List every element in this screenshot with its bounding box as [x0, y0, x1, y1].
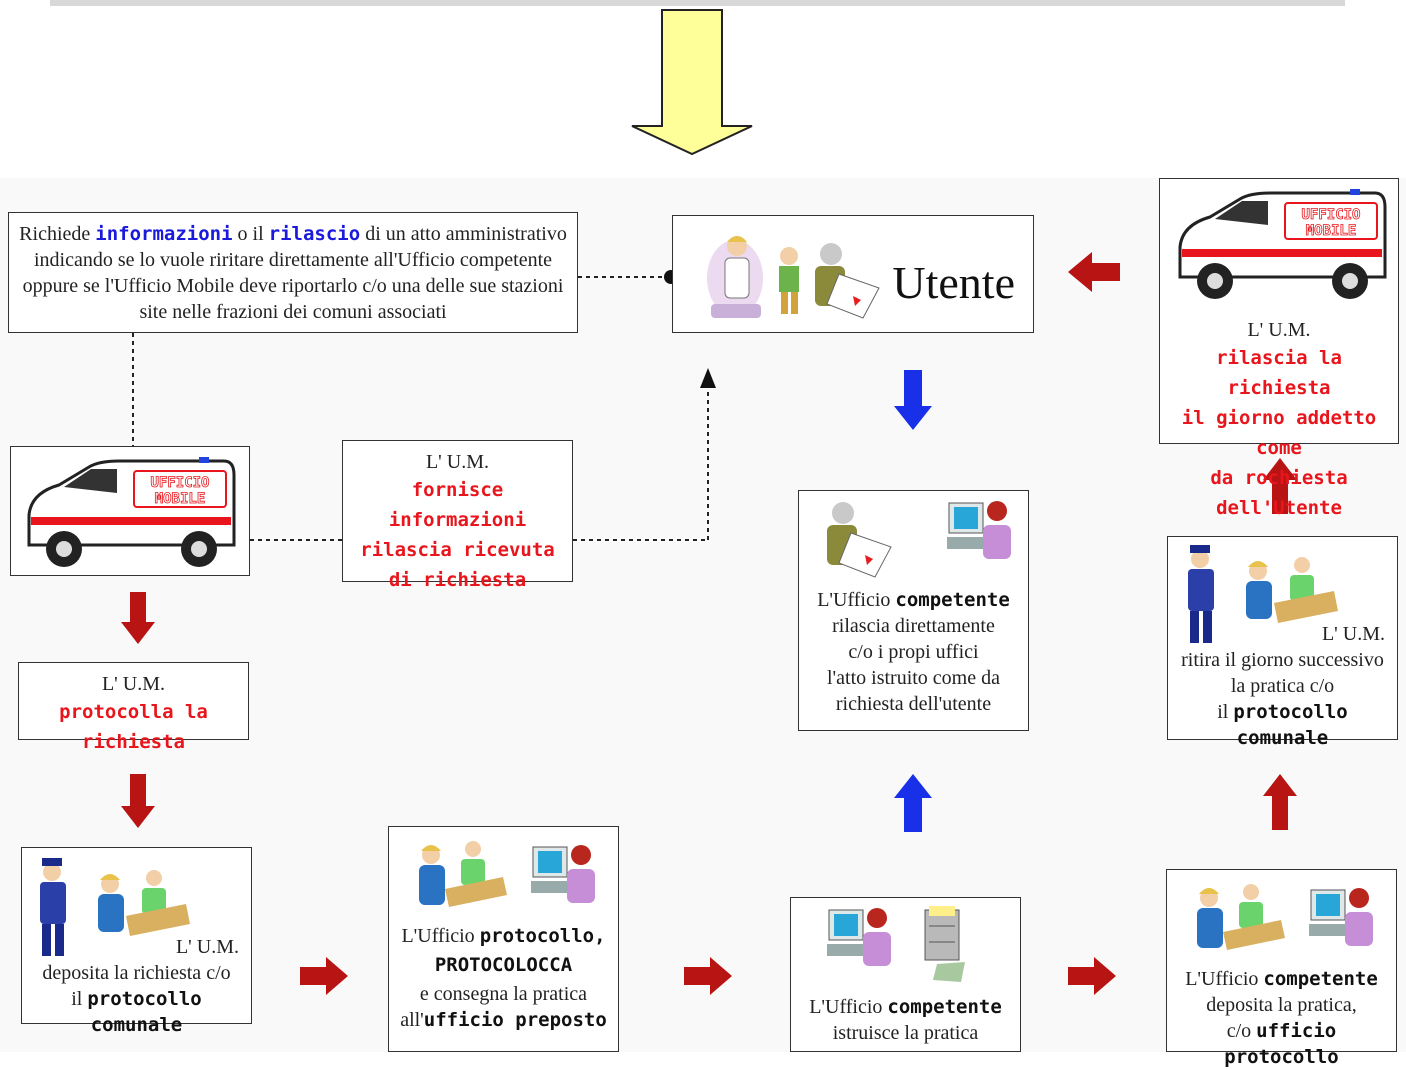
deposita-richiesta-box: L' U.M. deposita la richiesta c/o il pro…: [21, 847, 252, 1036]
clerks-and-computer-icon: [419, 841, 595, 907]
red-right-arrow-1: [300, 957, 348, 995]
ufficio-protocollo-box: L'Ufficio protocollo, PROTOCOLOCCA e con…: [388, 826, 619, 1052]
top-divider-bar: [50, 0, 1345, 6]
people-clipart-icon: [707, 236, 880, 319]
ritira-protocollo-highlight: protocollo comunale: [1233, 701, 1348, 749]
request-line-2: indicando se lo vuole riritare direttame…: [33, 249, 553, 271]
deposita-pratica-text: deposita la pratica,: [1206, 994, 1357, 1016]
rilascia-direttamente-box: L'Ufficio competente rilascia direttamen…: [798, 490, 1029, 731]
red-right-arrow-3: [1068, 957, 1116, 995]
request-text-pre: Richiede: [19, 223, 91, 245]
istruisce-box: L'Ufficio competente istruisce la pratic…: [790, 897, 1021, 1052]
blue-down-arrow: [894, 370, 932, 430]
deposita-co-text: c/o: [1226, 1020, 1252, 1042]
fornisce-informazioni-text: fornisce informazioni: [388, 479, 527, 531]
rilascia-ricevuta-text: rilascia ricevuta: [360, 539, 555, 561]
blue-up-arrow: [894, 774, 932, 832]
request-line-3: oppure se l'Ufficio Mobile deve riportar…: [22, 275, 564, 297]
ritira-heading: L' U.M.: [1321, 623, 1385, 645]
rilascia-line-5: richiesta dell'utente: [835, 693, 992, 715]
utente-label: Utente: [892, 257, 1015, 308]
competente-highlight-1: competente: [887, 996, 1002, 1018]
ritira-il: il: [1217, 701, 1229, 723]
competente-highlight-2: competente: [1263, 968, 1378, 990]
yellow-down-arrow: [631, 9, 753, 156]
istruisce-pratica-text: istruisce la pratica: [832, 1022, 979, 1044]
red-left-arrow-to-utente: [1068, 252, 1120, 292]
deposita-pratica-ufficio-text: L'Ufficio: [1185, 968, 1259, 990]
elderly-and-clerk-icon: [827, 501, 1011, 578]
di-richiesta-text: di richiesta: [388, 569, 527, 591]
competente-highlight-3: competente: [895, 589, 1010, 611]
protocolocca-text: PROTOCOLOCCA: [434, 954, 573, 976]
utente-box: Utente: [672, 215, 1034, 333]
protocollo-comunale-highlight: protocollo comunale: [87, 988, 202, 1036]
police-and-clerks-icon: [40, 858, 190, 956]
rilascia-line-4: l'atto istruito come da: [826, 667, 1000, 689]
red-down-arrow-2: [121, 774, 155, 828]
protocolla-box: L' U.M. protocolla la richiesta: [18, 662, 249, 753]
van2-sign-line-1: UFFICIO: [1301, 207, 1360, 223]
protocolla-richiesta-text: protocolla la richiesta: [59, 701, 208, 753]
informazioni-highlight: informazioni: [95, 223, 233, 245]
consegna-pratica-text: e consegna la pratica: [419, 983, 588, 1005]
red-right-arrow-2: [684, 957, 732, 995]
van-sign-line-2: MOBILE: [155, 491, 206, 507]
computer-and-files-icon: [827, 906, 965, 982]
protocollo-highlight: protocollo,: [479, 925, 606, 947]
deposita-il: il: [71, 988, 83, 1010]
um-rilascia-heading: L' U.M.: [1247, 319, 1311, 341]
deposita-pratica-box: L'Ufficio competente deposita la pratica…: [1166, 869, 1397, 1068]
deposita-line-2: deposita la richiesta c/o: [42, 962, 231, 984]
rilascio-highlight: rilascio: [268, 223, 361, 245]
clerks-and-computer-icon-2: [1197, 884, 1373, 950]
ritira-box: L' U.M. ritira il giorno successivo la p…: [1167, 536, 1398, 749]
request-line-4: site nelle frazioni dei comuni associati: [139, 301, 447, 323]
protocollo-ufficio-text: L'Ufficio: [401, 925, 475, 947]
van-sign-line-1: UFFICIO: [150, 475, 209, 491]
request-text-mid: o il: [237, 223, 264, 245]
request-text-post: di un atto amministrativo: [365, 223, 567, 245]
red-up-arrow-2: [1263, 458, 1297, 514]
rilascia-ufficio-text: L'Ufficio: [817, 589, 891, 611]
rilascia-line-2: rilascia direttamente: [832, 615, 995, 637]
istruisce-ufficio-text: L'Ufficio: [809, 996, 883, 1018]
um-info-heading: L' U.M.: [425, 451, 490, 473]
mobile-office-van-box: UFFICIO MOBILE: [10, 446, 250, 576]
red-down-arrow-1: [121, 592, 155, 644]
rilascia-richiesta-text: rilascia la richiesta: [1216, 347, 1342, 399]
rilascia-line-3: c/o i propi uffici: [848, 641, 979, 663]
protocolla-heading: L' U.M.: [101, 673, 166, 695]
um-rilascia-box: UFFICIO MOBILE L' U.M. rilascia la richi…: [1159, 178, 1399, 519]
all-prefix: all': [400, 1009, 424, 1031]
van2-sign-line-2: MOBILE: [1306, 223, 1357, 239]
red-up-arrow-1: [1263, 774, 1297, 830]
deposita-heading: L' U.M.: [175, 936, 239, 958]
ambulance-van-icon-2: UFFICIO MOBILE: [1178, 189, 1387, 299]
ritira-line-2: ritira il giorno successivo: [1181, 649, 1384, 671]
richiesta-utente-text: da rochiesta dell'Utente: [1210, 467, 1348, 519]
giorno-addetto-text: il giorno addetto come: [1181, 407, 1377, 459]
ritira-line-3: la pratica c/o: [1230, 675, 1335, 697]
ambulance-van-icon: UFFICIO MOBILE: [27, 457, 236, 567]
um-info-box: L' U.M. fornisce informazioni rilascia r…: [342, 440, 573, 591]
police-and-clerks-icon-2: [1188, 545, 1338, 643]
request-info-box: Richiede informazioni o il rilascio di u…: [8, 212, 578, 333]
ufficio-preposto-highlight: ufficio preposto: [423, 1009, 607, 1031]
